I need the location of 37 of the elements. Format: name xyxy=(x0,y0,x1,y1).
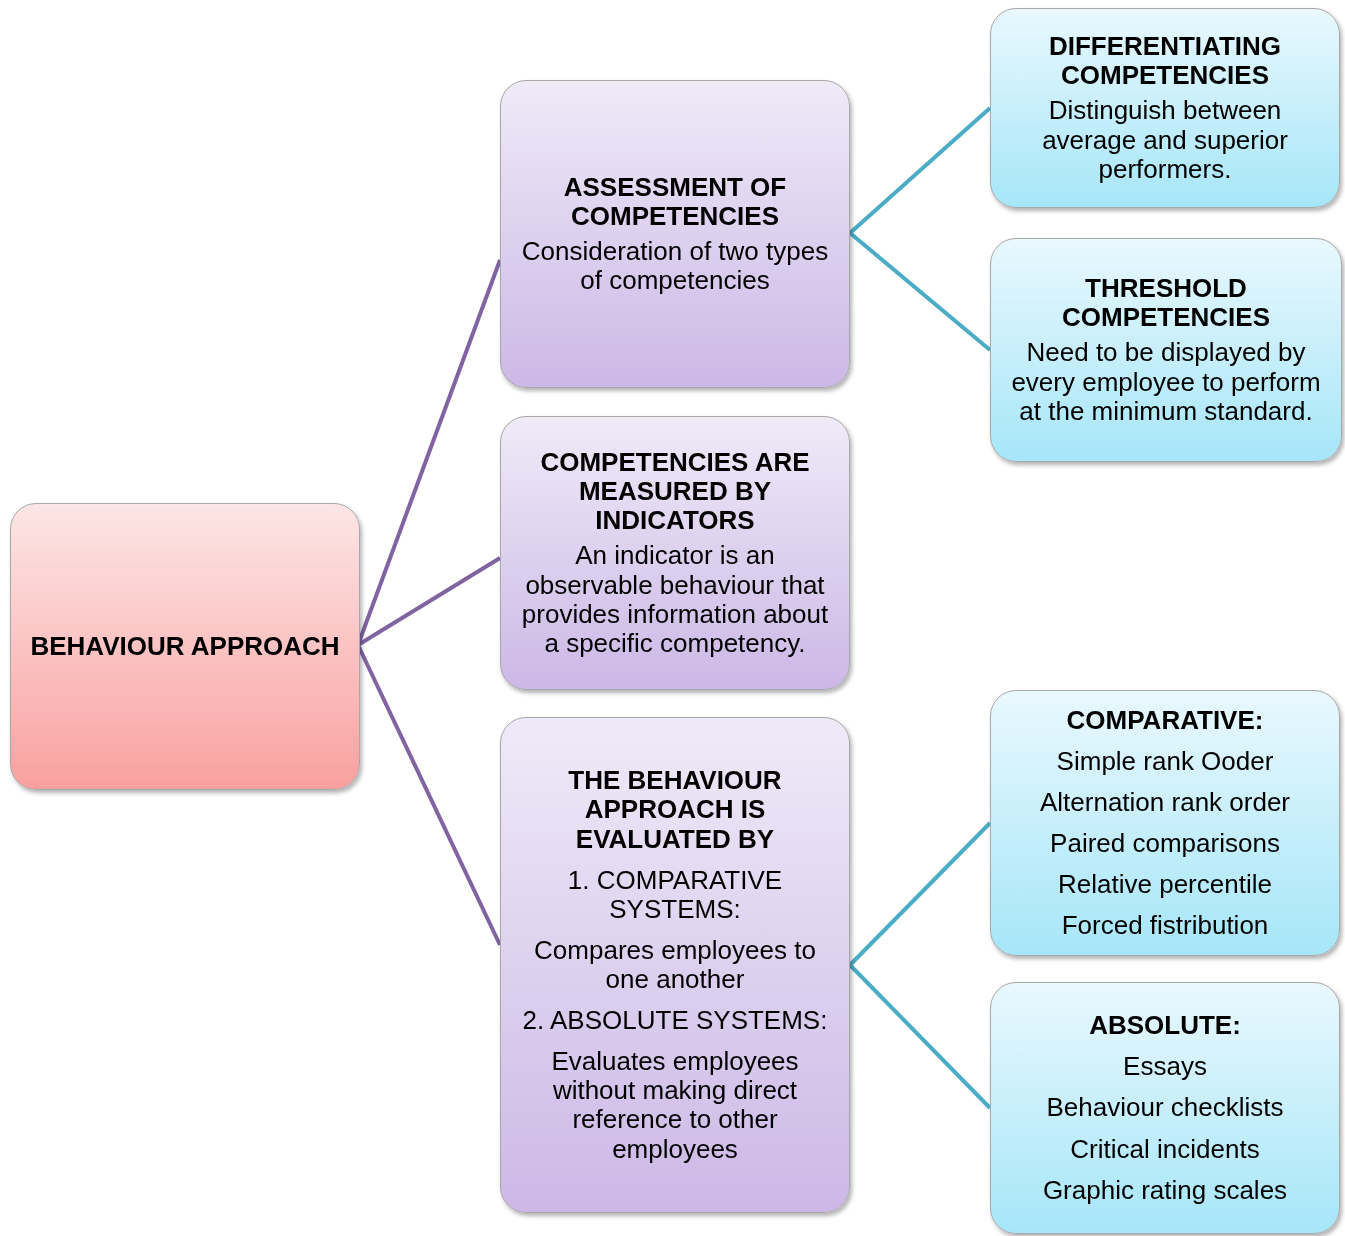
connector-line xyxy=(848,106,992,235)
heading: BEHAVIOUR APPROACH xyxy=(30,631,340,662)
body-text: Consideration of two types of competencies xyxy=(520,237,830,296)
body-text: Critical incidents xyxy=(1070,1134,1260,1164)
body-text: Alternation rank order xyxy=(1040,787,1290,817)
detail-box xyxy=(990,238,1342,462)
heading: THRESHOLD COMPETENCIES xyxy=(1061,274,1271,333)
category-box xyxy=(500,416,850,690)
heading: COMPETENCIES ARE MEASURED BY INDICATORS xyxy=(539,448,811,536)
heading: THE BEHAVIOUR APPROACH IS EVALUATED BY xyxy=(567,766,783,854)
body-text: Relative percentile xyxy=(1058,870,1272,900)
heading: ABSOLUTE: xyxy=(1089,1011,1241,1041)
body-text: Compares employees to one another xyxy=(533,935,817,995)
body-text: Essays xyxy=(1123,1052,1207,1082)
body-text: Simple rank Ooder xyxy=(1056,746,1274,776)
body-text: Paired comparisons xyxy=(1050,829,1280,859)
heading: DIFFERENTIATING COMPETENCIES xyxy=(1047,32,1283,91)
body-text: Need to be displayed by every employee to perform at the minimum standard. xyxy=(1010,338,1322,426)
body-text: Forced fistribution xyxy=(1061,911,1269,941)
heading: COMPARATIVE: xyxy=(1066,705,1264,735)
detail-box xyxy=(990,8,1340,208)
heading: ASSESSMENT OF COMPETENCIES xyxy=(562,172,788,231)
connector-line xyxy=(848,963,992,1110)
detail-box xyxy=(990,982,1340,1234)
connector-line xyxy=(848,231,992,352)
category-box xyxy=(500,80,850,388)
category-box xyxy=(500,717,850,1213)
body-text: Graphic rating scales xyxy=(1042,1175,1288,1205)
body-text: An indicator is an observable behaviour that provides information about a specific competency. xyxy=(520,541,830,658)
body-text: 1. COMPARATIVE SYSTEMS: xyxy=(566,865,784,924)
connector-line xyxy=(848,821,992,967)
body-text: Distinguish between average and superior performers. xyxy=(1041,96,1289,184)
body-text: Evaluates employees without making direct reference to other employees xyxy=(550,1047,800,1164)
topic-box xyxy=(10,503,360,790)
body-text: Behaviour checklists xyxy=(1046,1093,1284,1123)
body-text: 2. ABSOLUTE SYSTEMS: xyxy=(522,1006,828,1036)
detail-box xyxy=(990,690,1340,956)
